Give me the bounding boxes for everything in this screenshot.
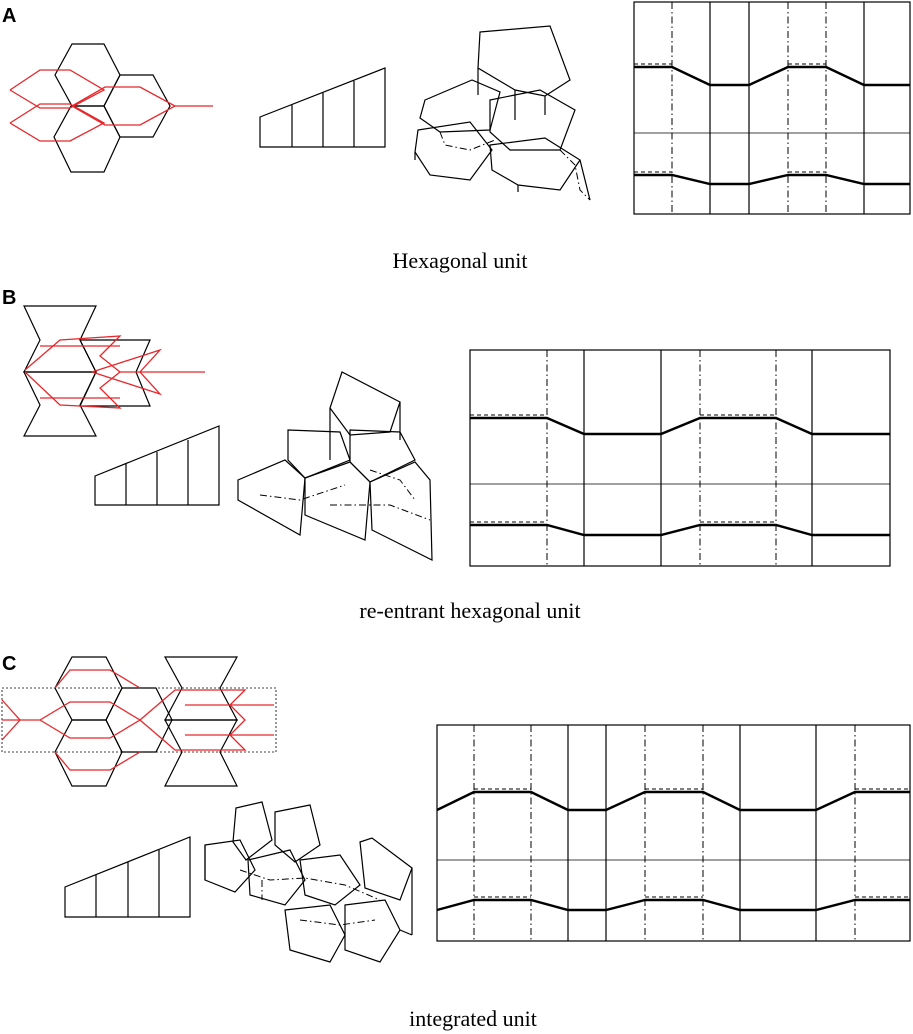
panel-c-folded-structure [204,801,413,963]
panel-c: C [1,653,911,1031]
panel-b-caption: re-entrant hexagonal unit [359,598,580,623]
panel-b: B [2,287,891,623]
panel-a-letter: A [2,5,16,27]
panel-c-caption: integrated unit [409,1006,537,1031]
panel-a-profile-diagram [633,1,911,215]
panel-c-trapezoid [64,836,191,918]
panel-a-folded-structure [414,25,591,201]
panel-c-integrated-tessellation [1,656,277,787]
panel-b-folded-structure [237,371,433,561]
panel-b-letter: B [2,287,16,309]
panel-b-trapezoid [94,425,220,506]
panel-a: A [2,1,911,273]
panel-a-caption: Hexagonal unit [392,248,527,273]
panel-b-profile-diagram [469,349,891,567]
panel-c-letter: C [2,653,16,675]
panel-b-reentrant-tessellation [23,305,205,437]
panel-c-profile-diagram [436,724,911,942]
panel-a-hexagon-tessellation [9,43,213,173]
panel-a-trapezoid [259,67,386,148]
